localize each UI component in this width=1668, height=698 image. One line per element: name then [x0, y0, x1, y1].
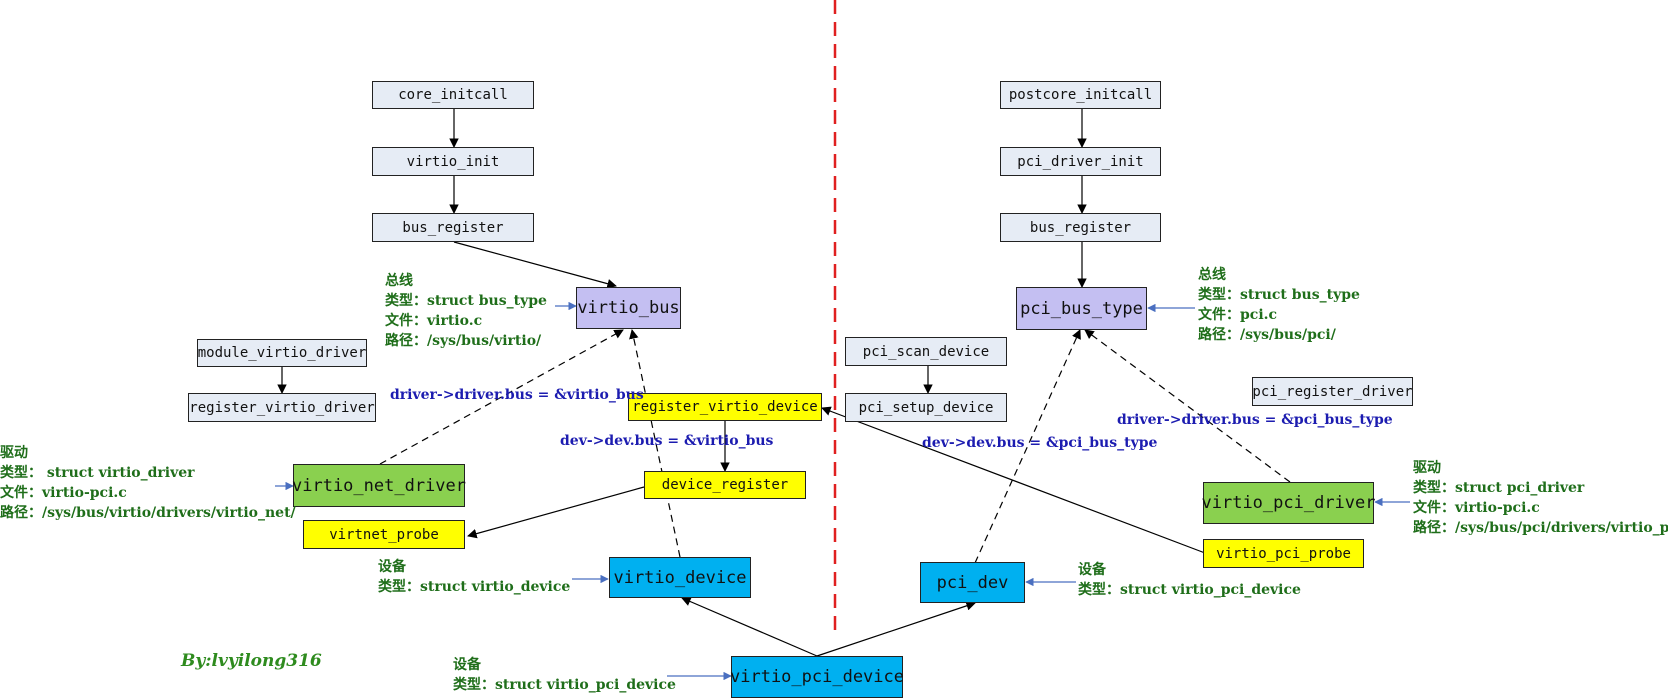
dash-pcidrv-to-pcibustype [1084, 329, 1291, 483]
module-virtio-driver-box: module_virtio_driver [197, 339, 367, 367]
note-line: 路径：/sys/bus/pci/ [1198, 327, 1336, 343]
arrow-vpcidev-to-virtiodev [681, 597, 818, 657]
pci-driver-init-box: pci_driver_init [1000, 147, 1161, 176]
virtio-device-note: 设备 类型：struct virtio_device [378, 557, 570, 597]
virtio-device-box: virtio_device [609, 557, 751, 598]
note-line: 驱动 [0, 445, 28, 461]
dev-bus-pci-label: dev->dev.bus = &pci_bus_type [922, 435, 1158, 451]
dash-netdrv-to-virtiobus [379, 329, 624, 465]
note-line: 文件：virtio-pci.c [0, 485, 127, 501]
note-line: 文件：pci.c [1198, 307, 1278, 323]
note-line: 类型：struct pci_driver [1413, 480, 1585, 496]
note-line: 类型：struct virtio_pci_device [1078, 582, 1301, 598]
note-line: 路径：/sys/bus/virtio/ [385, 333, 542, 349]
note-line: 总线 [1198, 267, 1226, 283]
arrow-devreg-to-virtnetprobe [467, 486, 645, 539]
virtio-pci-device-box: virtio_pci_device [730, 656, 904, 698]
arrow-busreg-to-virtiobus [453, 241, 617, 289]
note-line: 类型：struct virtio_device [378, 579, 571, 595]
pci-dev-note: 设备 类型：struct virtio_pci_device [1078, 560, 1301, 600]
postcore-initcall-box: postcore_initcall [1000, 81, 1161, 109]
pci-setup-device-box: pci_setup_device [845, 393, 1007, 422]
pci-scan-device-box: pci_scan_device [845, 337, 1007, 366]
arrow-probe-to-regdev [821, 406, 1206, 554]
dash-virtiodev-to-virtiobus [629, 329, 681, 558]
pci-bus-type-box: pci_bus_type [1016, 287, 1147, 330]
note-line: 文件：virtio-pci.c [1413, 500, 1540, 516]
virtio-pci-driver-note: 驱动 类型：struct pci_driver 文件：virtio-pci.c … [1413, 458, 1668, 538]
note-line: 类型： struct virtio_driver [0, 465, 195, 481]
note-line: 类型：struct bus_type [1198, 287, 1360, 303]
virtio-bus-note: 总线 类型：struct bus_type 文件：virtio.c 路径：/sy… [385, 271, 547, 351]
pci-dev-box: pci_dev [920, 562, 1025, 603]
register-virtio-device-box: register_virtio_device [628, 393, 822, 421]
dev-bus-virtio-label: dev->dev.bus = &virtio_bus [560, 433, 774, 449]
virtio-net-driver-box: virtio_net_driver [292, 464, 466, 507]
author-signature: By:lvyilong316 [181, 651, 322, 671]
virtio-pci-device-note: 设备 类型：struct virtio_pci_device [453, 655, 676, 695]
driver-bus-virtio-label: driver->driver.bus = &virtio_bus [390, 387, 644, 403]
note-line: 设备 [453, 657, 481, 673]
note-line: 总线 [385, 273, 413, 289]
note-line: 类型：struct bus_type [385, 293, 547, 309]
virtnet-probe-box: virtnet_probe [303, 520, 465, 549]
device-register-box: device_register [644, 471, 806, 499]
virtio-bus-box: virtio_bus [576, 287, 681, 329]
arrow-vpcidev-to-pcidev [816, 601, 976, 657]
note-line: 驱动 [1413, 460, 1441, 476]
pci-register-driver-box: pci_register_driver [1252, 377, 1413, 406]
note-line: 文件：virtio.c [385, 313, 483, 329]
bus-register-left-box: bus_register [372, 213, 534, 242]
note-line: 路径：/sys/bus/virtio/drivers/virtio_net/ [0, 505, 296, 521]
note-line: 设备 [378, 559, 406, 575]
core-initcall-box: core_initcall [372, 81, 534, 109]
note-line: 类型：struct virtio_pci_device [453, 677, 676, 693]
virtio-init-box: virtio_init [372, 147, 534, 176]
bus-register-right-box: bus_register [1000, 213, 1161, 242]
dash-pcidev-to-pcibustype [974, 329, 1081, 564]
virtio-pci-probe-box: virtio_pci_probe [1203, 539, 1364, 568]
note-line: 路径：/sys/bus/pci/drivers/virtio_pci/ [1413, 520, 1668, 536]
virtio-net-driver-note: 驱动 类型： struct virtio_driver 文件：virtio-pc… [0, 443, 296, 523]
pci-bus-type-note: 总线 类型：struct bus_type 文件：pci.c 路径：/sys/b… [1198, 265, 1360, 345]
register-virtio-driver-box: register_virtio_driver [188, 393, 376, 422]
driver-bus-pci-label: driver->driver.bus = &pci_bus_type [1117, 412, 1393, 428]
virtio-pci-driver-box: virtio_pci_driver [1202, 482, 1376, 524]
note-line: 设备 [1078, 562, 1106, 578]
